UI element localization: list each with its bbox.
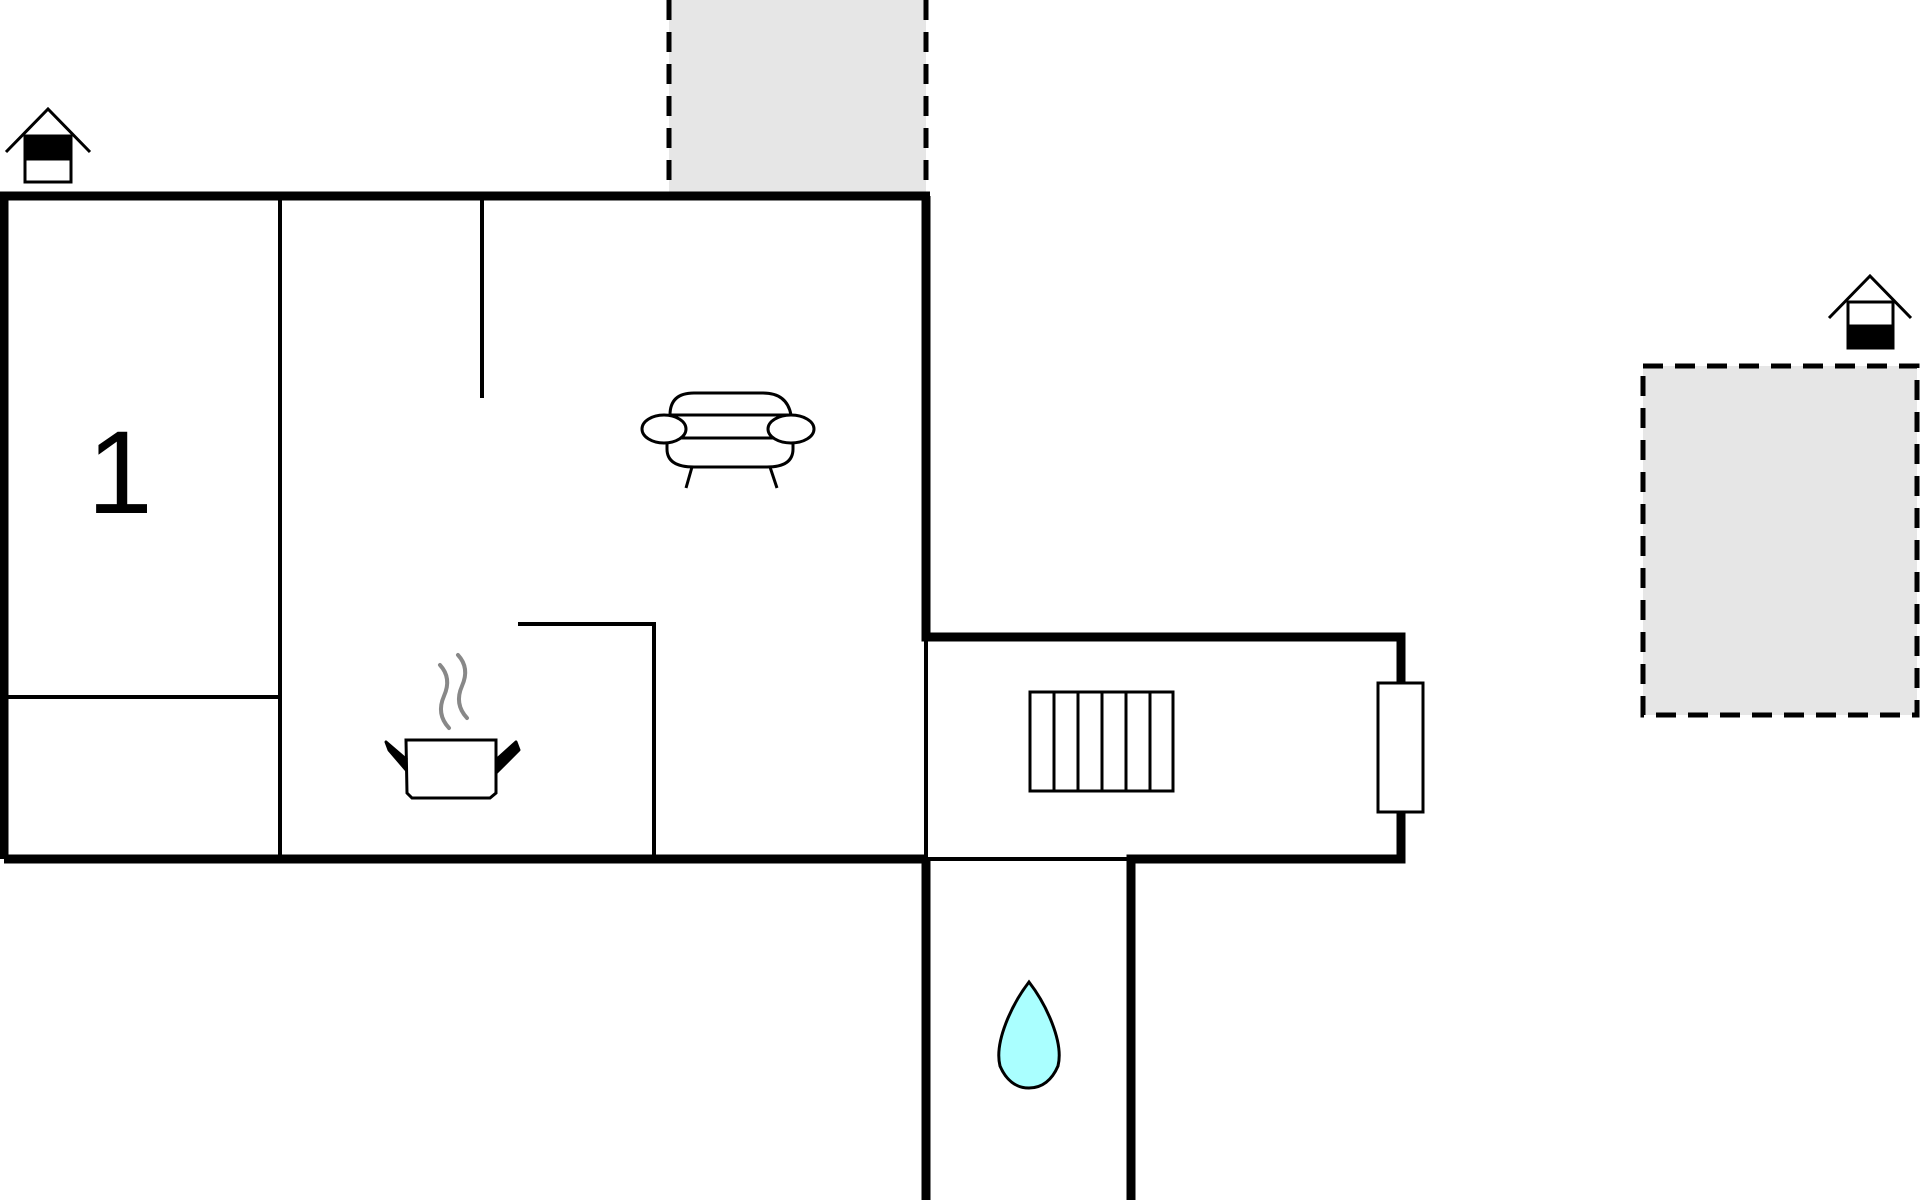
- outer-walls: [0, 191, 1406, 1200]
- water-drop-icon: [997, 979, 1061, 1090]
- house-sun-icon: [4, 106, 92, 184]
- sofa-icon: [640, 391, 816, 489]
- cooking-pot-icon: [384, 653, 521, 800]
- radiator-icon: [1028, 690, 1175, 793]
- door-icon: [1376, 681, 1425, 814]
- room-number-label: 1: [87, 407, 153, 539]
- house-shade-icon: [1827, 273, 1913, 350]
- interior-walls: [4, 196, 1131, 861]
- terrace-top: [666, 0, 929, 197]
- terrace-right: [1640, 363, 1920, 718]
